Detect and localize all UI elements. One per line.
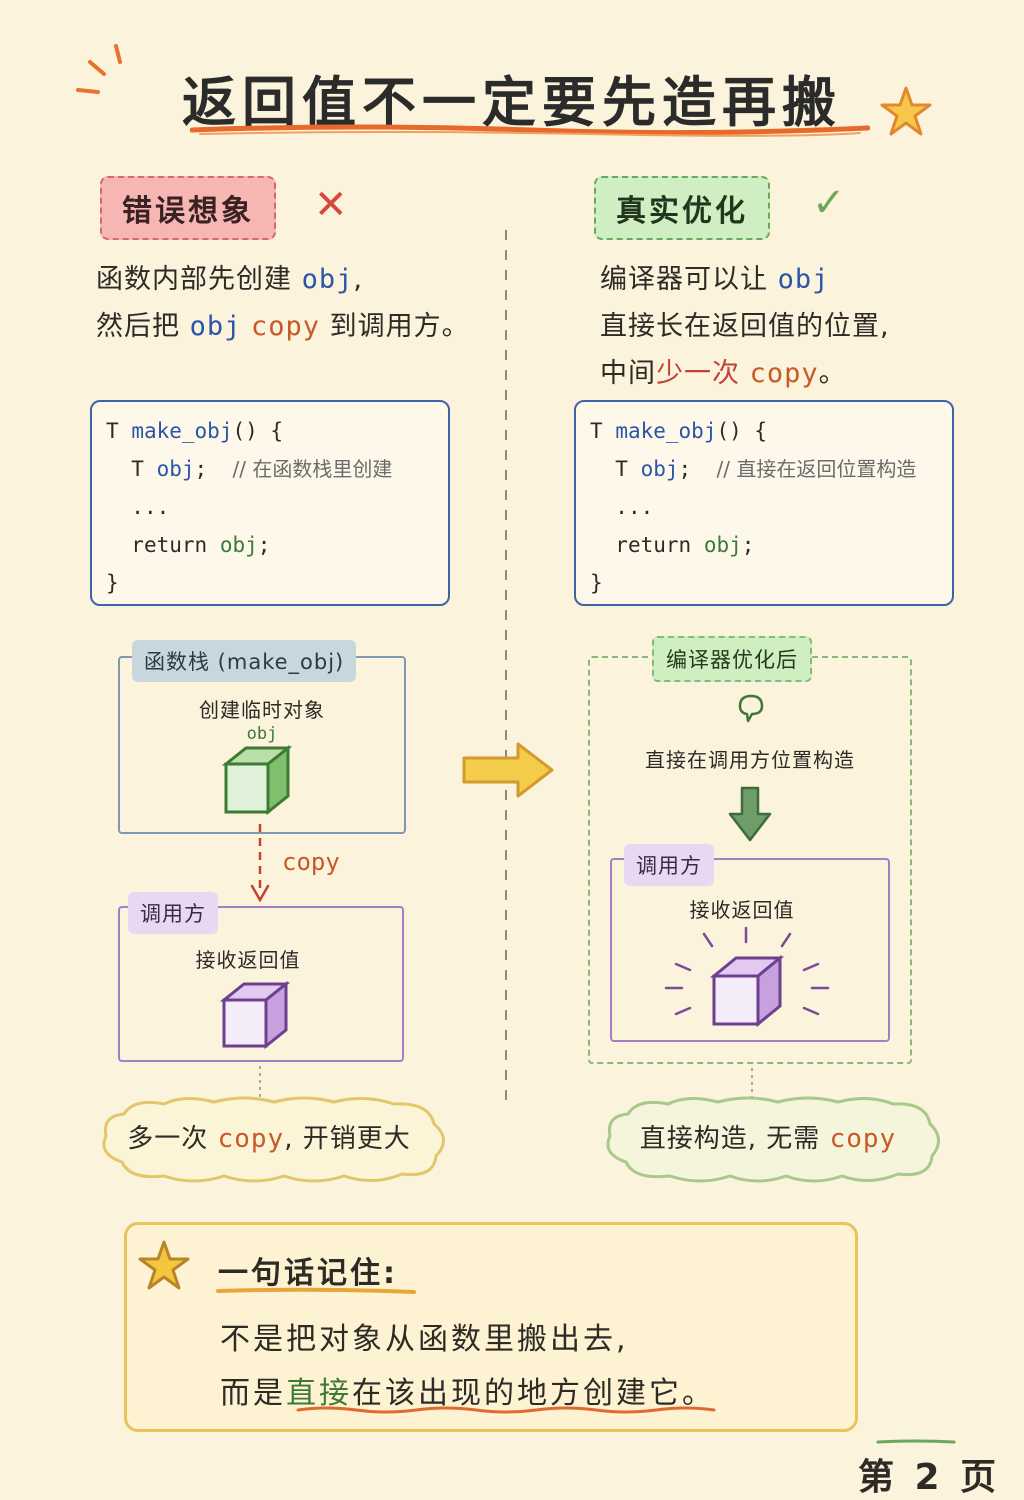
right-description: 编译器可以让 obj 直接长在返回值的位置, 中间少一次 copy。 [600, 256, 1000, 397]
left-cloud-bubble [102, 1096, 445, 1183]
remember-box [124, 1222, 858, 1432]
right-cloud-text: 直接构造, 无需 copy [639, 1124, 897, 1154]
code-line: } [590, 571, 603, 595]
right-desc-line-1: 编译器可以让 obj [600, 264, 830, 295]
caller-panel-left [118, 906, 404, 1062]
construct-at-caller-text: 直接在调用方位置构造 [645, 748, 855, 772]
code-line: T obj; // 在函数栈里创建 [131, 457, 393, 481]
copy-label: copy [282, 848, 340, 876]
title-underline [190, 124, 870, 137]
code-line: } [106, 571, 119, 595]
code-comment: // 直接在返回位置构造 [716, 457, 917, 481]
right-code-block: T make_obj() { T obj; // 直接在返回位置构造 ... r… [574, 400, 954, 606]
code-line: T obj; // 直接在返回位置构造 [615, 457, 917, 481]
star-icon [880, 86, 932, 136]
obj-label: obj [246, 724, 278, 744]
left-code-block: T make_obj() { T obj; // 在函数栈里创建 ... ret… [90, 400, 450, 606]
connector-line [751, 1068, 753, 1098]
receive-return-text-left: 接收返回值 [195, 948, 301, 972]
sparkle-icon [664, 926, 830, 1016]
code-line: T make_obj() { [106, 419, 284, 443]
code-comment: // 在函数栈里创建 [232, 457, 393, 481]
caller-label-right: 调用方 [624, 844, 714, 886]
cross-icon: ✕ [314, 182, 348, 228]
copy-term: copy [749, 358, 819, 389]
function-stack-label: 函数栈 (make_obj) [132, 640, 357, 682]
obj-term: obj [301, 264, 354, 295]
create-temp-object-text: 创建临时对象 [199, 698, 325, 722]
receive-return-text-right: 接收返回值 [689, 898, 795, 922]
left-desc-line-2: 然后把 obj copy 到调用方。 [96, 311, 470, 342]
wrong-idea-tag: 错误想象 [100, 176, 276, 240]
left-desc-line-1: 函数内部先创建 obj, [96, 264, 363, 295]
code-line: return obj; [615, 533, 755, 557]
speech-bubble-icon [738, 694, 764, 723]
right-cloud-bubble [606, 1096, 940, 1183]
cube-icon [221, 744, 293, 816]
cube-icon [709, 954, 785, 1028]
remember-line-1: 不是把对象从函数里搬出去, [220, 1322, 629, 1357]
code-line: ... [615, 495, 654, 519]
down-arrow-icon [728, 786, 772, 842]
obj-term: obj [777, 264, 830, 295]
check-icon: ✓ [812, 180, 846, 226]
copy-arrow [250, 824, 270, 903]
code-line: T make_obj() { [590, 419, 768, 443]
page-title: 返回值不一定要先造再搬 [182, 71, 842, 134]
caller-panel-right [610, 858, 890, 1042]
center-divider [505, 230, 507, 1110]
left-cloud-text: 多一次 copy, 开销更大 [127, 1124, 411, 1154]
right-desc-line-2: 直接长在返回值的位置, [600, 311, 890, 342]
copy-term: copy [217, 1124, 285, 1154]
copy-term: copy [250, 311, 320, 342]
left-description: 函数内部先创建 obj, 然后把 obj copy 到调用方。 [96, 256, 496, 350]
connector-line [259, 1066, 261, 1098]
page-number-underline [876, 1439, 956, 1444]
optimized-label: 编译器优化后 [652, 636, 812, 682]
star-icon [138, 1240, 190, 1290]
real-optimization-tag: 真实优化 [594, 176, 770, 240]
remember-title: 一句话记住: [218, 1256, 398, 1291]
right-desc-line-3: 中间少一次 copy。 [600, 358, 847, 389]
remember-line-2: 而是直接在该出现的地方创建它。 [220, 1376, 715, 1411]
code-line: ... [131, 495, 170, 519]
code-line: return obj; [131, 533, 271, 557]
caller-label-left: 调用方 [128, 892, 218, 934]
cube-icon [219, 980, 291, 1050]
right-arrow-icon [462, 742, 554, 798]
copy-term: copy [829, 1124, 897, 1154]
title-underline [216, 1287, 416, 1294]
remember-underline [296, 1406, 716, 1414]
page-number: 第 2 页 [858, 1457, 1001, 1498]
less-once-term: 少一次 [656, 358, 740, 389]
sparkle-icon [76, 44, 122, 94]
direct-term: 直接 [286, 1376, 352, 1411]
obj-term: obj [189, 311, 242, 342]
